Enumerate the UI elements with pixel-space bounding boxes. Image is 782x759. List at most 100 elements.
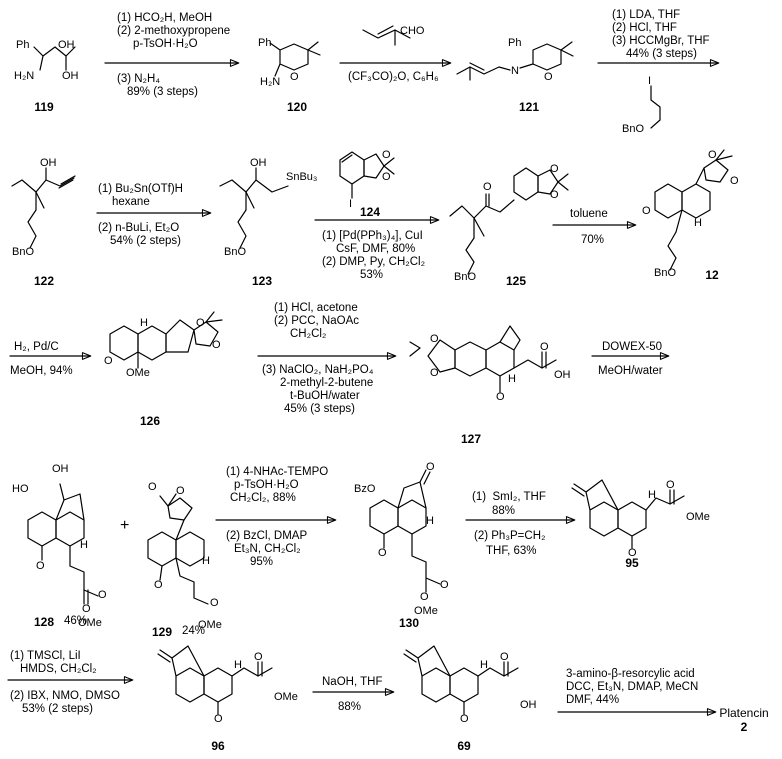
atom-h-12: H xyxy=(694,217,702,229)
step3-cond-a: (1) LDA, THF xyxy=(612,9,681,21)
atom-snbu3-123: SnBu₃ xyxy=(286,171,318,183)
atom-ph-119: Ph xyxy=(16,39,30,51)
step12-cond-b: HMDS, CH₂Cl₂ xyxy=(20,663,97,675)
structure-128 xyxy=(27,483,99,605)
atom-o4-130: O xyxy=(440,579,449,591)
atom-i-124: I xyxy=(349,198,353,210)
step11-yield-a: 88% xyxy=(492,505,516,517)
atom-ome-128: OMe xyxy=(78,617,102,629)
step10-cond-d: (2) BzCl, DMAP xyxy=(226,530,308,542)
step13-yield: 88% xyxy=(338,701,362,713)
atom-ome-130: OMe xyxy=(414,605,438,617)
step7-yield: MeOH, 94% xyxy=(10,365,73,377)
compound-label-126: 126 xyxy=(139,414,161,428)
atom-o1-12: O xyxy=(708,149,717,161)
atom-i-reagent: I xyxy=(648,75,652,87)
compound-label-124: 124 xyxy=(359,205,381,219)
atom-o-121: O xyxy=(544,71,553,83)
step5-cond-b: CsF, DMF, 80% xyxy=(336,243,416,255)
step10-yield: 95% xyxy=(250,556,274,568)
step10-cond-c: CH₂Cl₂, 88% xyxy=(230,492,296,504)
atom-o1-127: O xyxy=(430,333,439,345)
atom-ph-121: Ph xyxy=(508,37,522,49)
step12-yield: 53% (2 steps) xyxy=(22,703,93,715)
step8-cond-d: (3) NaClO₂, NaH₂PO₄ xyxy=(262,364,374,376)
step11-cond-b: (2) Ph₃P=CH₂ xyxy=(474,530,546,542)
step1-cond-b: (2) 2-methoxypropene xyxy=(117,25,231,37)
step3-cond-c: (3) HCCMgBr, THF xyxy=(612,35,710,47)
structure-123 xyxy=(219,167,289,249)
atom-h-126: H xyxy=(140,317,148,329)
atom-o2-127: O xyxy=(430,367,439,379)
atom-o3-127: O xyxy=(540,341,549,353)
structure-122 xyxy=(11,167,76,249)
compound-label-121: 121 xyxy=(518,100,540,114)
compound-yield-129: 24% xyxy=(182,625,206,637)
atom-cho: CHO xyxy=(400,25,425,37)
atom-o-125: O xyxy=(483,181,492,193)
step14-cond-a: 3-amino-β-resorcylic acid xyxy=(566,668,695,680)
compound-label-96: 96 xyxy=(211,739,225,753)
atom-o2-130: O xyxy=(378,547,387,559)
structure-129 xyxy=(147,493,209,605)
atom-o2-12: O xyxy=(730,175,739,187)
final-product: Platencin 2 xyxy=(719,706,768,734)
structure-tiglic-aldehyde xyxy=(362,25,411,46)
step3-yield: 44% (3 steps) xyxy=(626,48,697,60)
step5-cond-a: (1) [Pd(PPh₃)₄], CuI xyxy=(322,230,423,242)
atom-oh-119: OH xyxy=(58,39,75,51)
atom-ome-126: OMe xyxy=(126,367,150,379)
atom-ome-129: OMe xyxy=(198,619,222,631)
step11-cond-a: (1) SmI₂, THF xyxy=(472,491,546,503)
atom-o2-125: O xyxy=(550,189,559,201)
atom-h-95: H xyxy=(648,489,656,501)
atom-o1-95: O xyxy=(666,479,675,491)
atom-h-96: H xyxy=(234,659,242,671)
atom-o4-129: O xyxy=(210,597,219,609)
step1-cond-c: p-TsOH·H₂O xyxy=(133,38,198,50)
step5-cond-c: (2) DMP, Py, CH₂Cl₂ xyxy=(322,256,426,268)
structure-95 xyxy=(571,479,685,549)
atom-bno-123: BnO xyxy=(224,246,247,258)
atom-oh-123: OH xyxy=(250,157,267,169)
step4-cond-c: (2) n-BuLi, Et₂O xyxy=(98,222,180,234)
structure-127 xyxy=(409,325,557,393)
step10-cond-a: (1) 4-NHAc-TEMPO xyxy=(226,466,329,478)
structure-126 xyxy=(109,311,223,369)
step1-cond-d: (3) N₂H₄ xyxy=(117,73,161,85)
step4-cond-a: (1) Bu₂Sn(OTf)H xyxy=(98,183,183,195)
compound-label-12: 12 xyxy=(705,268,719,282)
atom-o2-128: O xyxy=(82,603,91,615)
atom-bno-122: BnO xyxy=(12,246,35,258)
atom-o2-95: O xyxy=(628,547,637,559)
atom-h-128: H xyxy=(80,539,88,551)
compound-label-95: 95 xyxy=(625,556,639,570)
atom-o1-130: O xyxy=(426,461,435,473)
atom-bno-reagent: BnO xyxy=(622,123,645,135)
compound-label-120: 120 xyxy=(286,100,308,114)
step1-yield: 89% (3 steps) xyxy=(127,86,198,98)
compound-label-119: 119 xyxy=(34,100,54,114)
step11-yield-b: THF, 63% xyxy=(486,545,537,557)
compound-label-69: 69 xyxy=(457,739,471,753)
step8-cond-c: CH₂Cl₂ xyxy=(290,328,327,340)
atom-oh-69: OH xyxy=(520,699,537,711)
atom-n-121: N xyxy=(511,65,519,77)
atom-ho-128: HO xyxy=(12,483,29,495)
step5-yield: 53% xyxy=(360,269,384,281)
compound-label-125: 125 xyxy=(505,274,527,288)
structure-119 xyxy=(33,46,76,71)
atom-bno-12: BnO xyxy=(654,267,677,279)
atom-o-128: O xyxy=(36,560,45,572)
step4-yield: 54% (2 steps) xyxy=(110,235,181,247)
atom-o1-126: O xyxy=(196,317,205,329)
compound-label-130: 130 xyxy=(398,616,420,630)
atom-o1-129: O xyxy=(148,481,157,493)
atom-oh-127: OH xyxy=(554,369,571,381)
atom-h2n-119: H₂N xyxy=(14,70,35,82)
step12-cond-c: (2) IBX, NMO, DMSO xyxy=(10,690,120,702)
atom-o1-125: O xyxy=(550,163,559,175)
atom-o2-96: O xyxy=(214,713,223,725)
step13-cond: NaOH, THF xyxy=(322,676,383,688)
atom-o3-128: O xyxy=(98,589,107,601)
